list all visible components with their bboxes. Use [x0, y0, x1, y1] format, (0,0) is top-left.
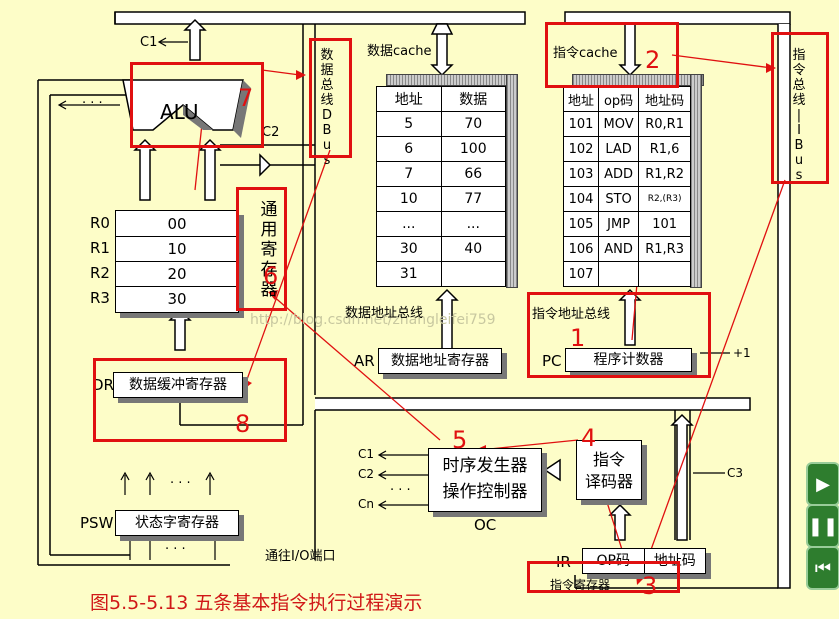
table-row: 31 [376, 261, 506, 287]
c3-label: C3 [727, 466, 744, 480]
data-cache-label: 数据cache [367, 44, 432, 59]
pc-inc: +1 [733, 346, 751, 360]
oc-controller: 时序发生器操作控制器 [428, 448, 542, 512]
instr-cache-shadow-side [690, 74, 702, 288]
c1-label: C1 [140, 35, 158, 50]
oc-dots: · · · [390, 483, 411, 498]
psw-dots-bottom: · · · [165, 542, 186, 557]
psw-tag: PSW [80, 514, 114, 532]
step-1: 1 [570, 324, 586, 352]
psw-dots-top: · · · [170, 476, 191, 491]
psw-register: 状态字寄存器 [115, 510, 239, 536]
highlight-instr-cache [545, 22, 679, 88]
alu [122, 79, 251, 138]
step-6: 6 [263, 262, 279, 290]
data-cache-shadow-side [506, 74, 518, 288]
alu-label: ALU [160, 100, 199, 124]
highlight-pc [527, 292, 711, 378]
data-addr-bus-label: 数据地址总线 [345, 306, 424, 321]
pause-icon[interactable]: ❚❚ [806, 504, 839, 548]
step-5: 5 [452, 426, 468, 454]
reg-name-r0: R0 [90, 214, 110, 232]
watermark: http://blog.csdn.net/zhangleifei759 [250, 312, 496, 328]
ir-label: 指令寄存器 [550, 578, 611, 592]
rewind-icon[interactable]: ⏮ [806, 546, 839, 590]
instr-cache-label: 指令cache [553, 46, 618, 61]
highlight-instr-bus [771, 32, 829, 184]
ar-tag: AR [354, 352, 375, 370]
c2-label: C2 [262, 125, 280, 140]
register-title: 通用寄存器 [260, 200, 278, 300]
dr-tag: DR [92, 376, 114, 394]
highlight-alu [130, 62, 264, 148]
highlight-register-title [236, 187, 287, 311]
oc-out-c2: C2 [358, 467, 375, 481]
step-4: 4 [581, 424, 597, 452]
oc-out-c1: C1 [358, 447, 375, 461]
data-cache-shadow-top [386, 74, 518, 86]
table-row: ...... [376, 211, 506, 237]
table-row: 107 [563, 261, 691, 287]
reg-r3: 30 [167, 289, 187, 308]
instr-addr-bus-label: 指令地址总线 [532, 307, 611, 322]
reg-name-r2: R2 [90, 264, 110, 282]
io-label: 通往I/O端口 [265, 549, 336, 564]
ar-register: 数据地址寄存器 [378, 348, 502, 374]
step-2: 2 [645, 46, 661, 74]
play-icon[interactable]: ▶ [806, 462, 839, 506]
alu-dots: · · · [82, 96, 103, 111]
pc-tag: PC [542, 352, 562, 370]
oc-tag: OC [474, 516, 497, 534]
reg-name-r1: R1 [90, 239, 110, 257]
figure-caption: 图5.5-5.13 五条基本指令执行过程演示 [90, 592, 423, 614]
reg-name-r3: R3 [90, 289, 110, 307]
dr-register: 数据缓冲寄存器 [113, 372, 243, 398]
instruction-decoder: 指令译码器 [576, 440, 642, 500]
register-file: 00 10 20 30 [115, 210, 239, 313]
reg-r0: 00 [116, 211, 238, 237]
highlight-dr [93, 358, 287, 442]
step-8: 8 [235, 410, 251, 438]
highlight-ir [527, 561, 680, 593]
oc-out-cn: Cn [358, 497, 374, 511]
pc-register: 程序计数器 [565, 348, 692, 372]
reg-r1: 10 [116, 236, 238, 262]
step-3: 3 [642, 572, 658, 600]
highlight-data-bus [309, 38, 352, 158]
step-7: 7 [238, 84, 254, 112]
reg-r2: 20 [116, 261, 238, 287]
